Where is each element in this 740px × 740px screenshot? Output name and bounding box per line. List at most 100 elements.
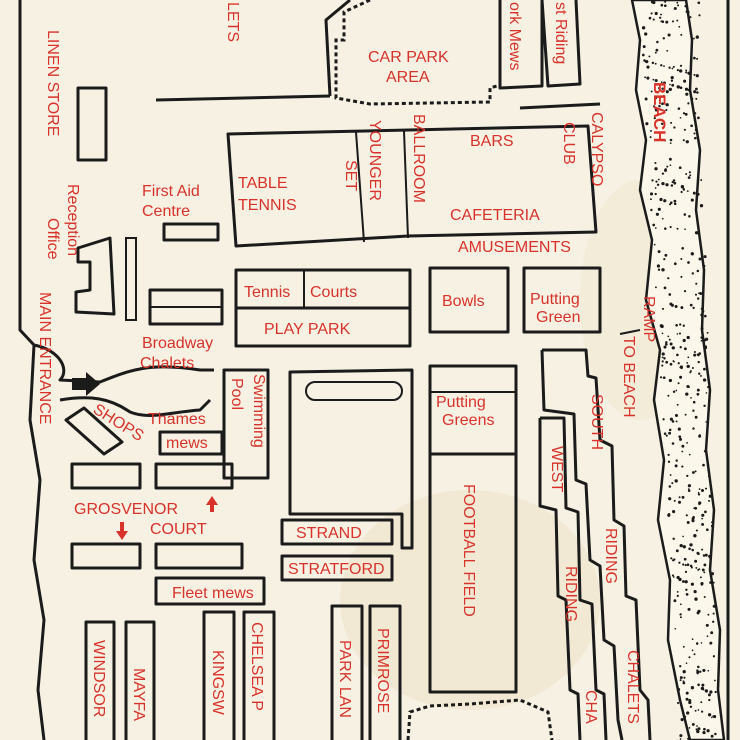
sand-dot [657,178,660,181]
sand-dot [652,18,655,21]
sand-dot [699,292,703,295]
sand-dot [680,33,683,36]
sand-dot [684,112,688,116]
label-main-entrance: MAIN ENTRANCE [36,292,53,424]
sand-dot [667,277,670,280]
sand-dot [650,129,652,132]
sand-dot [670,184,674,187]
sand-dot [666,49,669,52]
sand-dot [680,718,684,722]
sand-dot [662,418,665,421]
sand-dot [679,679,682,682]
sand-dot [692,471,695,474]
sand-dot [698,257,702,261]
sand-dot [698,14,701,17]
sand-dot [685,92,689,96]
strand-building [280,518,394,546]
sand-dot [667,0,671,2]
sand-dot [685,697,689,701]
sand-dot [703,255,707,259]
sand-dot [659,324,664,328]
sand-dot [702,554,706,557]
sand-dot [709,641,713,645]
sand-dot [644,97,648,101]
sand-dot [683,79,687,83]
sand-dot [673,360,675,363]
sand-dot [708,499,710,502]
sand-dot [698,488,701,490]
sand-dot [653,243,656,246]
sand-dot [701,568,705,572]
sand-dot [665,20,669,24]
label-kingsway: KINGSW [209,650,226,716]
sand-dot [685,593,689,596]
sand-dot [706,331,709,334]
grosvenor-arrow-up [206,496,218,512]
sand-dot [705,392,708,394]
sand-dot [698,164,700,166]
sand-dot [679,613,682,616]
sand-dot [701,489,704,492]
label-club: CLUB [560,122,577,165]
sand-dot [680,258,683,260]
sand-dot [659,197,663,202]
sand-dot [679,346,682,349]
sand-dot [693,653,696,656]
sand-dot [655,48,659,52]
sand-dot [673,126,676,129]
sand-dot [690,97,694,101]
sand-dot [672,390,676,393]
sand-dot [697,297,700,300]
sand-dot [709,690,713,694]
label-to-beach: TO BEACH [620,336,637,418]
sand-dot [685,69,688,72]
label-calypso: CALYPSO [588,112,605,186]
sand-dot [703,595,706,599]
sand-dot [682,580,685,583]
sand-dot [687,71,691,75]
sand-dot [707,669,710,672]
label-fleet-mews: Fleet mews [172,585,254,602]
sand-dot [685,71,688,74]
sand-dot [690,686,695,690]
sand-dot [663,65,665,67]
sand-dot [689,543,693,547]
sand-dot [671,67,674,70]
sand-dot [661,217,664,220]
sand-dot [662,37,666,40]
sand-dot [677,107,681,110]
sand-dot [678,435,682,439]
sand-dot [694,709,697,712]
sand-dot [689,371,692,374]
label-south: SOUTH [588,394,605,450]
sand-dot [703,450,707,453]
sand-dot [654,11,658,16]
grosvenor-block [70,462,142,490]
sand-dot [665,103,669,107]
sand-dot [694,136,697,140]
mayfair-row [124,620,156,740]
sand-dot [654,187,657,189]
sand-dot [689,174,692,177]
label-reception: Reception [64,184,81,256]
sand-dot [712,620,715,623]
putting-green [522,266,602,334]
sand-dot [710,631,714,635]
sand-dot [661,20,665,23]
sand-dot [661,102,664,106]
sand-dot [673,262,677,266]
sand-dot [701,710,704,713]
sand-dot [679,676,683,680]
sand-dot [682,188,685,191]
sand-dot [691,366,694,370]
sand-dot [660,64,663,67]
sand-dot [684,228,686,231]
sand-dot [708,554,711,558]
label-table: TABLE [238,175,288,192]
sand-dot [709,581,712,584]
label-mayfair: MAYFA [130,668,147,721]
sand-dot [656,264,660,268]
sand-dot [655,212,659,216]
sand-dot [663,286,667,290]
sand-dot [686,364,690,369]
